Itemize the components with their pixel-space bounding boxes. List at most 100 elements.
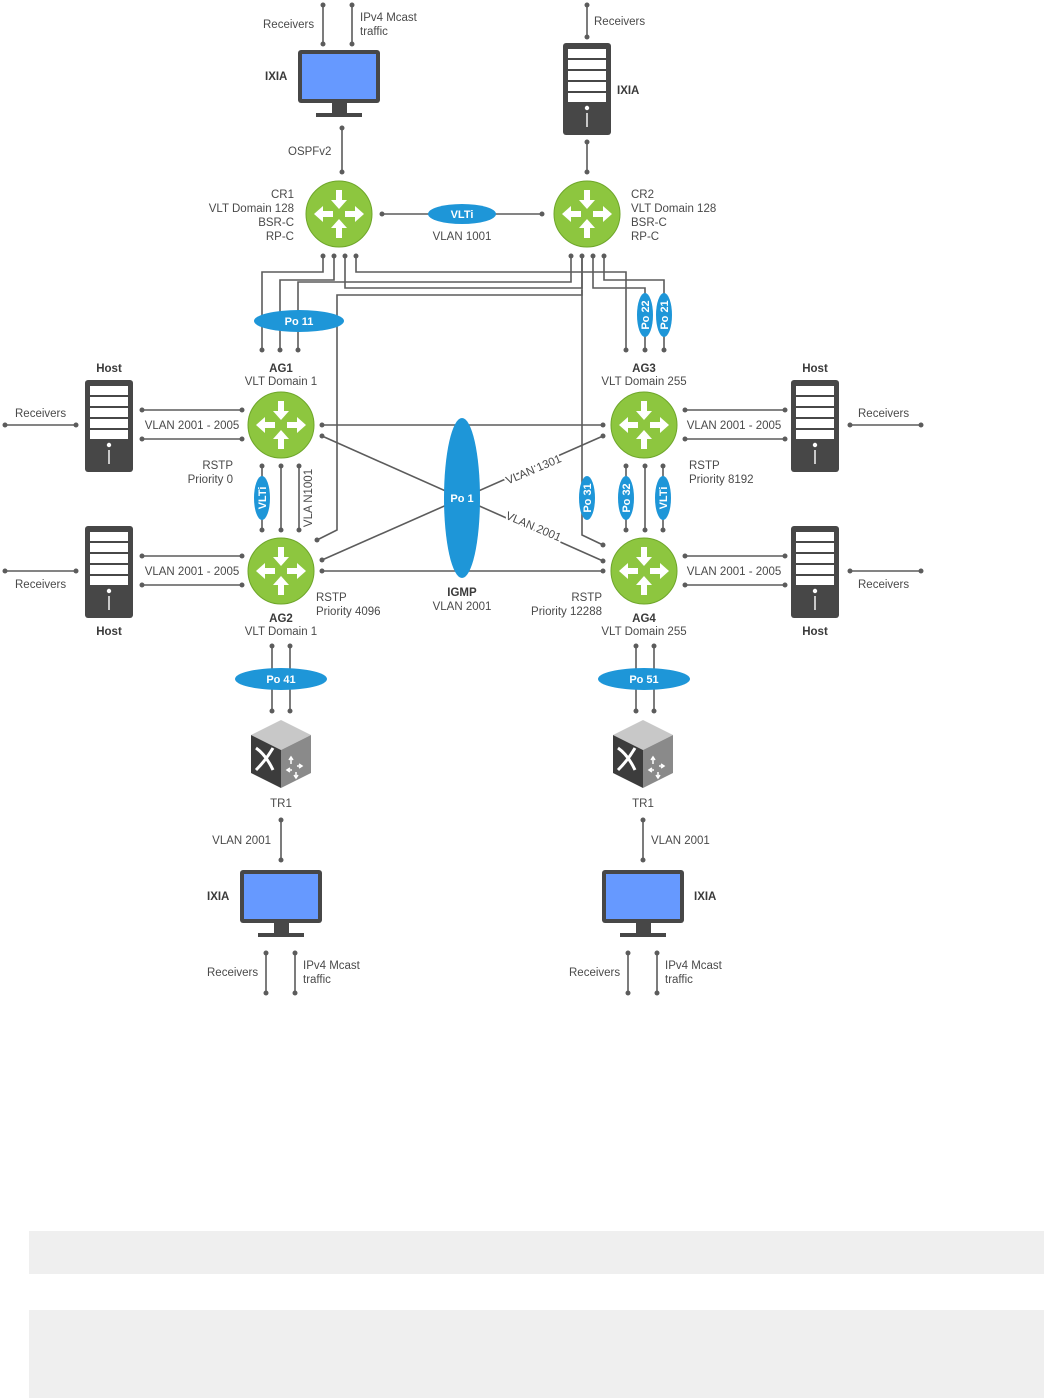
label-traffic: IPv4 Mcast bbox=[665, 960, 723, 972]
receivers-label: Receivers bbox=[15, 579, 66, 591]
po32-label: Po 32 bbox=[621, 483, 633, 512]
ag4-priority: Priority 12288 bbox=[531, 606, 602, 618]
label-receivers: Receivers bbox=[207, 967, 258, 979]
ag1-domain: VLT Domain 1 bbox=[245, 376, 317, 388]
label-ixia: IXIA bbox=[207, 891, 229, 903]
tr-left-vlan: VLAN 2001 bbox=[212, 835, 271, 847]
ag2-domain: VLT Domain 1 bbox=[245, 626, 317, 638]
label-receivers: Receivers bbox=[569, 967, 620, 979]
po1-label: Po 1 bbox=[450, 493, 473, 505]
network-topology-diagram: Receivers IPv4 Mcast traffic IXIA OSPFv2… bbox=[2, 2, 924, 996]
vlti-core-vlan: VLAN 1001 bbox=[433, 231, 492, 243]
ixia-server-top-right[interactable] bbox=[563, 43, 611, 135]
host-label: Host bbox=[96, 363, 122, 375]
label-ixia: IXIA bbox=[617, 85, 639, 97]
cr2-role-bsr: BSR-C bbox=[631, 217, 667, 229]
po31-link[interactable] bbox=[579, 476, 595, 520]
po32-link[interactable] bbox=[618, 476, 634, 520]
ag4-name: AG4 bbox=[632, 613, 656, 625]
ag4-domain: VLT Domain 255 bbox=[601, 626, 686, 638]
cr1-name: CR1 bbox=[271, 189, 294, 201]
po21-link[interactable] bbox=[656, 293, 672, 337]
vlan-range-label: VLAN 2001 - 2005 bbox=[687, 566, 782, 578]
ag1-name: AG1 bbox=[269, 363, 293, 375]
switch-tr-right[interactable] bbox=[611, 718, 675, 790]
label-traffic: IPv4 Mcast bbox=[303, 960, 361, 972]
router-ag1[interactable] bbox=[247, 391, 315, 459]
ag2-name: AG2 bbox=[269, 613, 293, 625]
ixia-monitor-bottom-left[interactable] bbox=[240, 870, 322, 937]
po22-link[interactable] bbox=[637, 293, 653, 337]
vlti-right-link[interactable] bbox=[655, 476, 671, 520]
vlan1301-label: VLAN 1301 bbox=[504, 453, 563, 487]
po21-label: Po 21 bbox=[659, 300, 671, 329]
connector-dots bbox=[2, 2, 924, 996]
host-server-left-top[interactable] bbox=[85, 380, 133, 472]
ag1-priority: Priority 0 bbox=[188, 474, 233, 486]
ag3-priority: Priority 8192 bbox=[689, 474, 754, 486]
ixia-monitor-bottom-right[interactable] bbox=[602, 870, 684, 937]
tr-left-name: TR1 bbox=[270, 798, 292, 810]
cr1-role-bsr: BSR-C bbox=[258, 217, 294, 229]
host-server-left-bottom[interactable] bbox=[85, 526, 133, 618]
host-label: Host bbox=[802, 626, 828, 638]
vla-n1001-label: VLA N1001 bbox=[303, 469, 315, 527]
router-ag3[interactable] bbox=[610, 391, 678, 459]
receivers-label: Receivers bbox=[858, 579, 909, 591]
po51-label: Po 51 bbox=[629, 674, 658, 686]
tr-right-name: TR1 bbox=[632, 798, 654, 810]
cr2-name: CR2 bbox=[631, 189, 654, 201]
ag1-rstp: RSTP bbox=[202, 460, 233, 472]
vlti-left-link[interactable] bbox=[254, 476, 270, 520]
receivers-label: Receivers bbox=[858, 408, 909, 420]
po31-label: Po 31 bbox=[582, 483, 594, 512]
host-label: Host bbox=[802, 363, 828, 375]
ag2-priority: Priority 4096 bbox=[316, 606, 381, 618]
receivers-label: Receivers bbox=[15, 408, 66, 420]
ag3-rstp: RSTP bbox=[689, 460, 720, 472]
tr-right-vlan: VLAN 2001 bbox=[651, 835, 710, 847]
vlti-right-label: VLTi bbox=[658, 487, 670, 510]
po22-label: Po 22 bbox=[640, 300, 652, 329]
router-ag4[interactable] bbox=[610, 537, 678, 605]
label-traffic: IPv4 Mcast bbox=[360, 12, 418, 24]
switch-tr-left[interactable] bbox=[249, 718, 313, 790]
po1-link[interactable] bbox=[444, 418, 480, 578]
label-ospfv2: OSPFv2 bbox=[288, 146, 331, 158]
empty-code-block bbox=[29, 1310, 1044, 1398]
ag3-name: AG3 bbox=[632, 363, 656, 375]
router-ag2[interactable] bbox=[247, 537, 315, 605]
vlti-core-link[interactable] bbox=[428, 204, 496, 224]
router-cr2[interactable] bbox=[553, 180, 621, 248]
ag3-domain: VLT Domain 255 bbox=[601, 376, 686, 388]
vlan-range-label: VLAN 2001 - 2005 bbox=[145, 420, 240, 432]
router-cr1[interactable] bbox=[305, 180, 373, 248]
vlan-range-label: VLAN 2001 - 2005 bbox=[145, 566, 240, 578]
label-ixia: IXIA bbox=[265, 71, 287, 83]
po51-link[interactable] bbox=[598, 668, 690, 690]
cr1-role-rp: RP-C bbox=[266, 231, 294, 243]
igmp-label: IGMP bbox=[447, 587, 477, 599]
po41-label: Po 41 bbox=[266, 674, 295, 686]
cr2-role-rp: RP-C bbox=[631, 231, 659, 243]
ixia-monitor-top-left[interactable] bbox=[298, 50, 380, 117]
vlti-left-label: VLTi bbox=[257, 487, 269, 510]
po41-link[interactable] bbox=[235, 668, 327, 690]
label-receivers: Receivers bbox=[594, 16, 645, 28]
igmp-vlan-label: VLAN 2001 bbox=[433, 601, 492, 613]
label-ixia: IXIA bbox=[694, 891, 716, 903]
host-label: Host bbox=[96, 626, 122, 638]
po11-link[interactable] bbox=[254, 310, 344, 332]
label-receivers: Receivers bbox=[263, 19, 314, 31]
label-traffic-2: traffic bbox=[303, 974, 331, 986]
host-server-right-top[interactable] bbox=[791, 380, 839, 472]
empty-note-block bbox=[29, 1231, 1044, 1274]
ag2-rstp: RSTP bbox=[316, 592, 347, 604]
cr2-domain: VLT Domain 128 bbox=[631, 203, 716, 215]
vlan2001-diag-label: VLAN 2001 bbox=[504, 510, 563, 544]
cr1-domain: VLT Domain 128 bbox=[209, 203, 294, 215]
host-server-right-bottom[interactable] bbox=[791, 526, 839, 618]
po11-label: Po 11 bbox=[285, 316, 314, 328]
label-traffic-2: traffic bbox=[665, 974, 693, 986]
vlan-range-label: VLAN 2001 - 2005 bbox=[687, 420, 782, 432]
